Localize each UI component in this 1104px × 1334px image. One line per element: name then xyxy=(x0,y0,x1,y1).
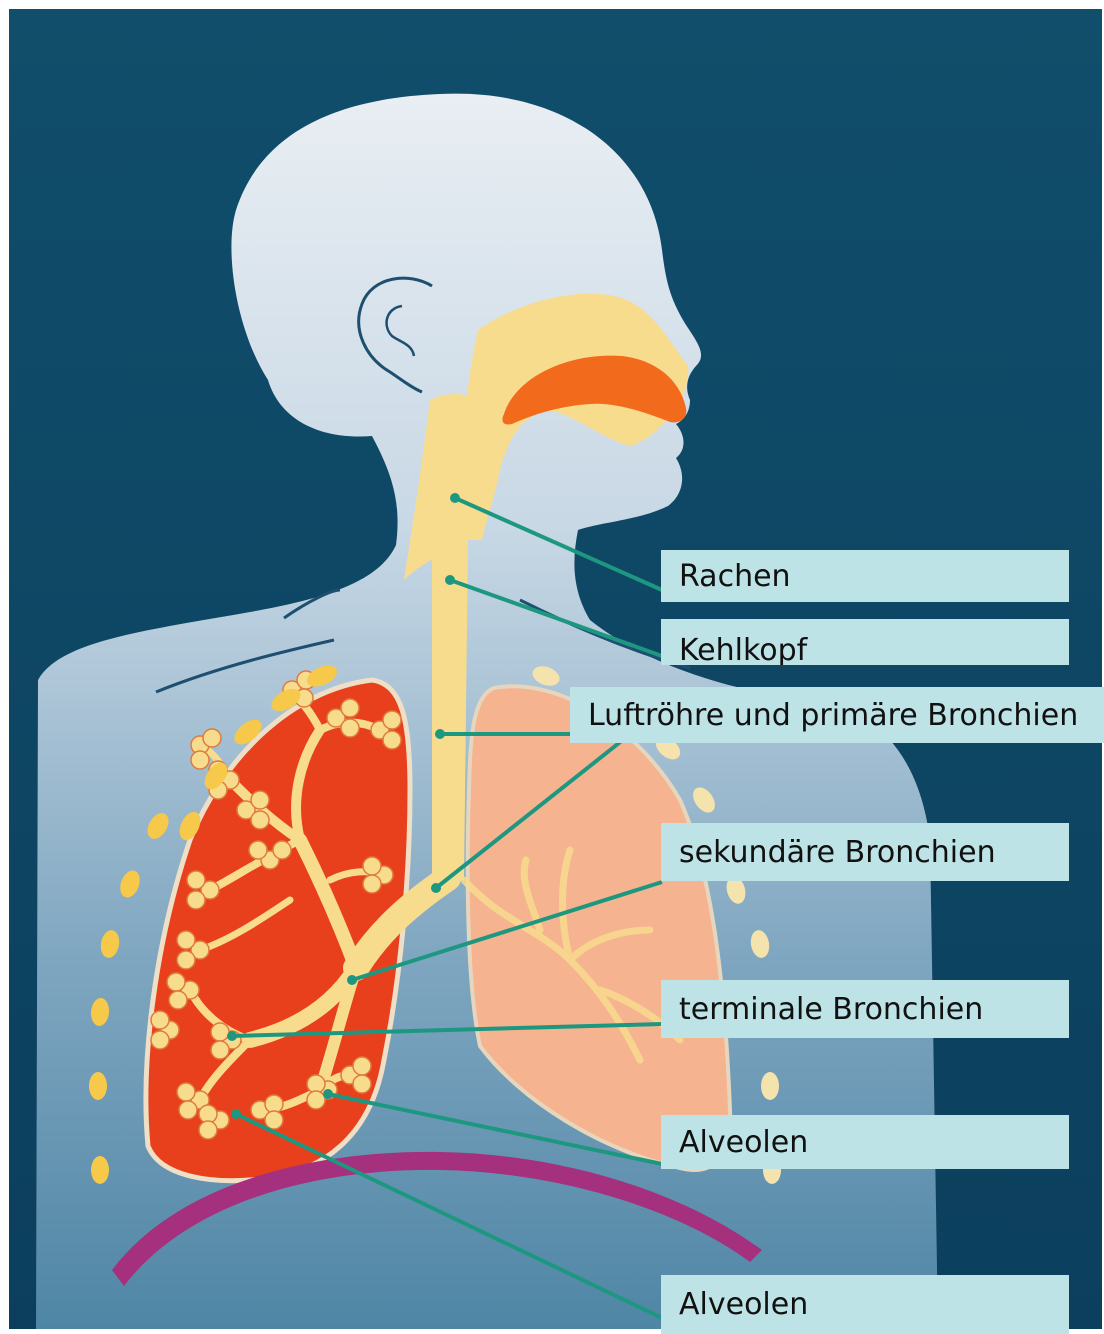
label-kehlkopf-text: Kehlkopf xyxy=(679,633,807,665)
label-terminale-bronchien: terminale Bronchien xyxy=(661,980,1069,1038)
label-sekundaere-bronchien: sekundäre Bronchien xyxy=(661,823,1069,881)
label-kehlkopf: Kehlkopf xyxy=(661,619,1069,665)
label-terminale-text: terminale Bronchien xyxy=(679,992,983,1027)
label-luftroehre: Luftröhre und primäre Bronchien xyxy=(570,687,1104,743)
label-alveolen-1-text: Alveolen xyxy=(679,1125,808,1160)
label-rachen-text: Rachen xyxy=(679,559,791,594)
label-alveolen-2: Alveolen xyxy=(661,1275,1069,1334)
label-luftroehre-text: Luftröhre und primäre Bronchien xyxy=(588,698,1078,733)
label-rachen: Rachen xyxy=(661,550,1069,602)
label-sekundaere-text: sekundäre Bronchien xyxy=(679,835,996,870)
label-alveolen-1: Alveolen xyxy=(661,1115,1069,1169)
label-alveolen-2-text: Alveolen xyxy=(679,1287,808,1322)
